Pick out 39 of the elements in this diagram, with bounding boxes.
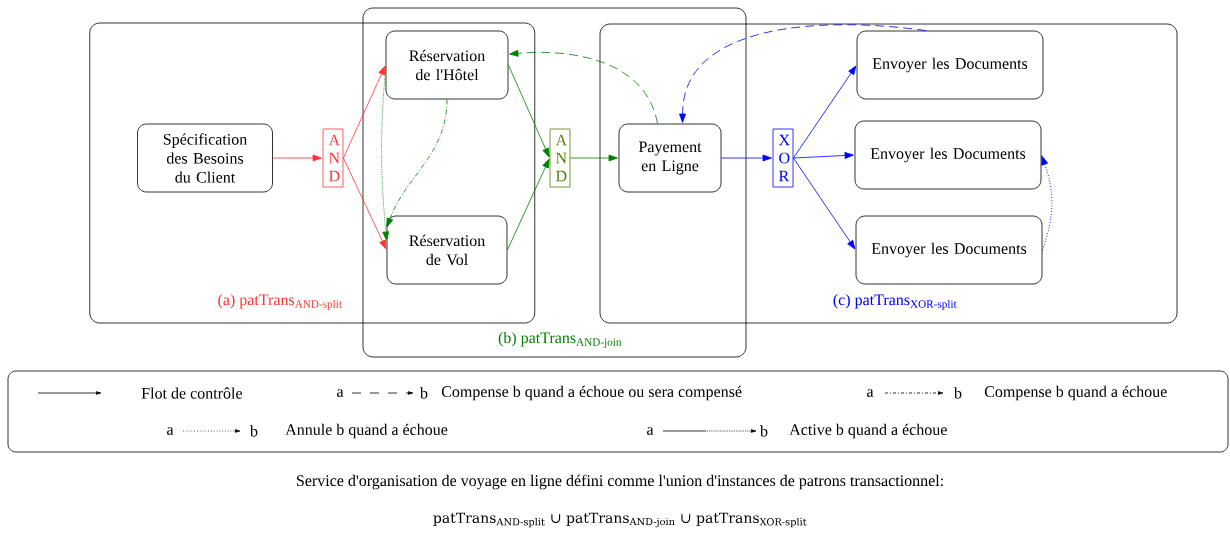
- activity-box: Payement en Ligne: [618, 123, 722, 193]
- gateway-box: X O R: [772, 128, 794, 188]
- legend-variable: b: [760, 425, 768, 437]
- gateway-box: A N D: [549, 128, 571, 188]
- legend-variable: b: [420, 387, 428, 399]
- arrow: [272, 154, 322, 162]
- arrow: [508, 64, 550, 158]
- arrow: [793, 65, 857, 159]
- arrow: [721, 154, 772, 162]
- arrow: [1041, 155, 1053, 251]
- activity-box: Envoyer les Documents: [854, 120, 1042, 190]
- legend-variable: b: [954, 387, 962, 399]
- caption: Service d'organisation de voyage en ligne défini comme l'union d'instances de patrons transactionnel:: [297, 474, 943, 490]
- legend-label: Annule b quand a échoue: [285, 423, 448, 439]
- legend-variable: a: [337, 389, 344, 397]
- legend-label: Active b quand a échoue: [789, 423, 947, 439]
- activity-box: Envoyer les Documents: [856, 30, 1044, 100]
- arrow: [507, 158, 550, 251]
- legend-label: Flot de contrôle: [141, 387, 242, 399]
- activity-box: Spécification des Besoins du Client: [137, 123, 273, 193]
- legend-label: Compense b quand a échoue: [984, 385, 1167, 401]
- legend-variable: a: [167, 427, 174, 435]
- arrow: [343, 65, 386, 159]
- activity-box: Réservation de l'Hôtel: [385, 30, 509, 100]
- activity-box: Réservation de Vol: [386, 215, 508, 285]
- arrow: [386, 99, 448, 228]
- legend-label: Compense b quand a échoue ou sera compensé: [441, 385, 742, 401]
- legend-variable: a: [647, 427, 654, 435]
- arrow: [570, 154, 618, 162]
- arrow: [343, 157, 387, 250]
- arrow: [793, 152, 854, 159]
- arrow: [793, 157, 856, 250]
- legend-variable: b: [250, 425, 258, 437]
- activity-box: Envoyer les Documents: [855, 215, 1043, 285]
- legend-variable: a: [867, 389, 874, 397]
- arrow: [381, 67, 390, 241]
- arrow: [509, 49, 658, 124]
- formula-text: patTrans$_{AND-split}$ ∪ patTrans$_{AND-join}$ ∪ patTrans$_{XOR-split}$: [433, 512, 807, 528]
- gateway-box: A N D: [322, 128, 344, 188]
